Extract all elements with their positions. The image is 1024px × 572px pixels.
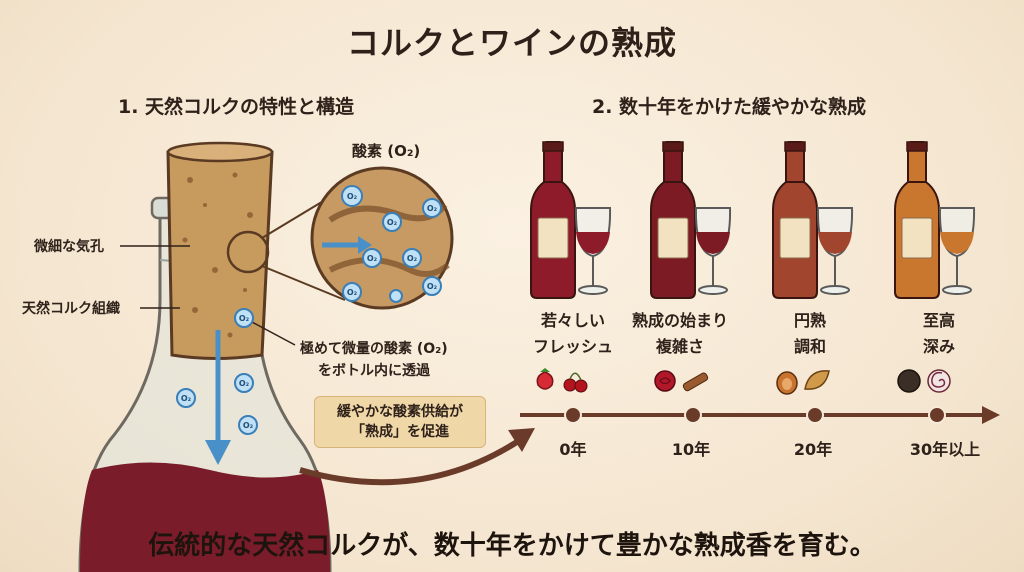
svg-text:O₂: O₂ — [347, 288, 358, 297]
wine-bottle — [772, 141, 818, 299]
wine-glass — [938, 207, 976, 295]
wine-liquid — [80, 462, 330, 572]
section-heading-cork: 1. 天然コルクの特性と構造 — [118, 96, 355, 118]
stage-3-line2: 深み — [922, 337, 955, 356]
o2-bubble: O₂ — [238, 415, 258, 435]
wine-glass — [574, 207, 612, 295]
svg-text:O₂: O₂ — [239, 379, 250, 388]
note-line2: 「熟成」を促進 — [351, 424, 449, 440]
bottom-caption: 伝統的な天然コルクが、数十年をかけて豊かな熟成香を育む。 — [148, 531, 876, 561]
aging-note: 緩やかな酸素供給が 「熟成」を促進 — [314, 396, 486, 448]
svg-text:O₂: O₂ — [407, 254, 418, 263]
svg-text:O₂: O₂ — [243, 421, 254, 430]
leaf-icon — [804, 370, 830, 390]
o2-bubble: O₂ — [234, 308, 254, 328]
svg-text:O₂: O₂ — [427, 282, 438, 291]
stage-0-bottle-group — [530, 141, 612, 424]
o2-bubble: O₂ — [422, 198, 442, 218]
timeline-node — [928, 406, 946, 424]
stage-1-label: 熟成の始まり 複雑さ — [615, 308, 745, 360]
stage-3-line1: 至高 — [922, 311, 955, 330]
year-20: 20年 — [793, 440, 833, 459]
cinnamon-icon — [682, 372, 709, 392]
year-0: 0年 — [559, 440, 587, 459]
o2-bubble: O₂ — [176, 388, 196, 408]
timeline-node — [684, 406, 702, 424]
stage-2-bottle-group — [772, 141, 854, 424]
fig-icon — [776, 371, 798, 395]
rose-icon — [654, 370, 676, 392]
wine-bottle — [530, 141, 576, 299]
year-10: 10年 — [671, 440, 711, 459]
year-30-plus: 30年以上 — [909, 440, 981, 459]
pores-label: 微細な気孔 — [34, 239, 104, 255]
o2-bubble: O₂ — [341, 185, 363, 207]
stage-0-line2: フレッシュ — [532, 337, 613, 356]
wine-glass — [816, 207, 854, 295]
stage-3-label: 至高 深み — [874, 308, 1004, 360]
wine-glass — [694, 207, 732, 295]
stage-3-bottle-group — [894, 141, 976, 424]
o2-bubble: O₂ — [422, 276, 442, 296]
stage-0-line1: 若々しい — [540, 311, 605, 330]
o2-bubble: O₂ — [362, 248, 382, 268]
spiral-icon — [927, 369, 951, 393]
svg-text:O₂: O₂ — [427, 204, 438, 213]
o2-bubble: O₂ — [342, 282, 362, 302]
permeation-line1: 極めて微量の酸素 (O₂) — [300, 341, 448, 357]
stage-2-line1: 円熟 — [793, 311, 826, 330]
permeation-line2: をボトル内に透過 — [318, 363, 430, 379]
stage-1-line2: 複雑さ — [655, 337, 704, 356]
wine-bottle — [894, 141, 940, 299]
truffle-icon — [897, 369, 921, 393]
wine-bottle — [650, 141, 696, 299]
page-title: コルクとワインの熟成 — [346, 24, 677, 62]
stage-1-line1: 熟成の始まり — [631, 311, 728, 330]
svg-text:O₂: O₂ — [387, 218, 398, 227]
stage-0-label: 若々しい フレッシュ — [508, 308, 638, 360]
svg-text:O₂: O₂ — [181, 394, 192, 403]
note-line1: 緩やかな酸素供給が — [337, 404, 463, 420]
stage-2-label: 円熟 調和 — [745, 308, 875, 360]
o2-bubble: O₂ — [234, 373, 254, 393]
section-heading-aging: 2. 数十年をかけた緩やかな熟成 — [592, 96, 867, 118]
o2-bubble — [389, 289, 403, 303]
cork-tissue-label: 天然コルク組織 — [22, 301, 120, 317]
o2-bubble: O₂ — [402, 248, 422, 268]
o2-bubble: O₂ — [382, 212, 402, 232]
svg-text:O₂: O₂ — [347, 192, 358, 201]
strawberry-icon — [536, 368, 554, 390]
stage-2-line2: 調和 — [793, 337, 826, 356]
oxygen-label: 酸素 (O₂) — [352, 142, 421, 160]
timeline-node — [564, 406, 582, 424]
svg-text:O₂: O₂ — [239, 314, 250, 323]
cherry-icon — [563, 372, 588, 393]
stage-1-bottle-group — [650, 141, 732, 424]
timeline-node — [806, 406, 824, 424]
svg-text:O₂: O₂ — [367, 254, 378, 263]
